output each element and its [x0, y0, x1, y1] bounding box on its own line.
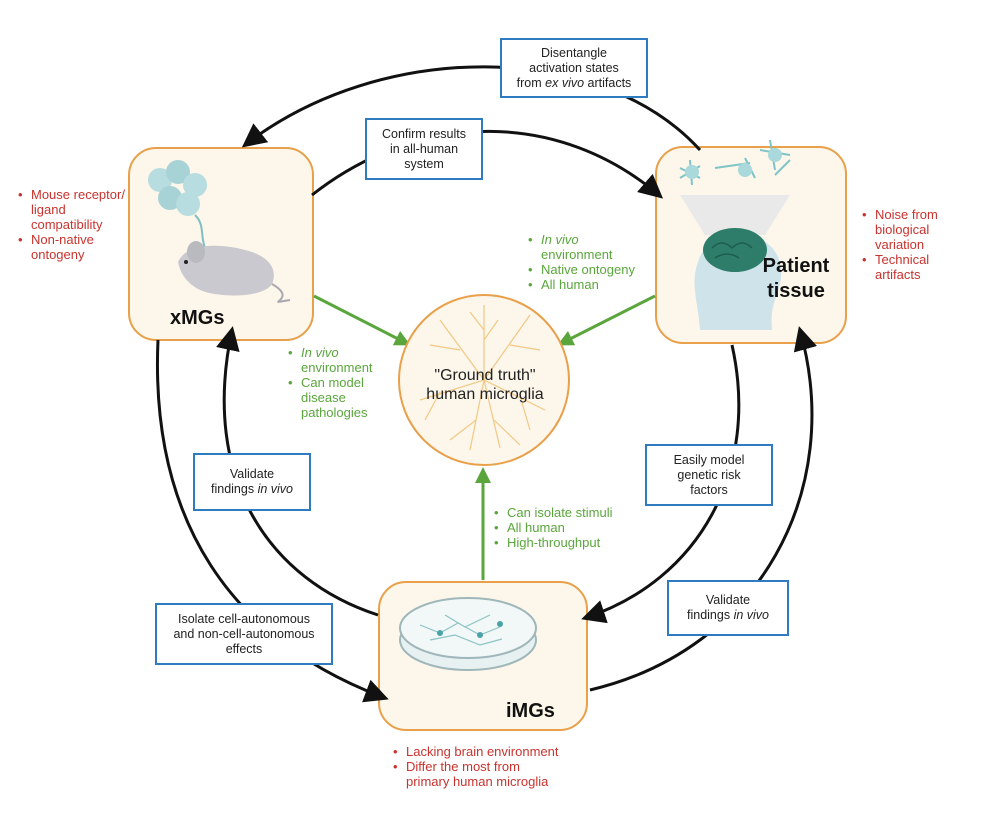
mouse-icon	[178, 241, 291, 303]
imgs-con-1: Lacking brain environment	[393, 744, 558, 759]
microglia-cells-icon	[679, 139, 791, 186]
box-confirm: Confirm results in all-human system	[365, 118, 483, 180]
imgs-pro-2: All human	[494, 520, 613, 535]
box-validate-right-line2: findings in vivo	[687, 608, 769, 622]
patient-label: Patient tissue	[752, 254, 840, 304]
green-arrow-patient-to-center	[557, 294, 656, 346]
patient-pro-2: Native ontogeny	[528, 262, 635, 277]
patient-label-line2: tissue	[767, 280, 825, 302]
box-isolate-line1: Isolate cell-autonomous	[177, 611, 311, 626]
box-easily-line1: Easily model	[673, 452, 745, 467]
center-label-line1: "Ground truth"	[434, 367, 536, 384]
patient-label-line1: Patient	[762, 255, 830, 277]
box-confirm-line1: Confirm results	[381, 126, 467, 141]
box-disentangle-line1: Disentangle	[540, 45, 607, 60]
center-label-line2: human microglia	[426, 386, 544, 403]
magnify-beam	[680, 195, 790, 235]
patient-pro-3: All human	[528, 277, 635, 292]
center-label: "Ground truth" human microglia	[400, 366, 570, 404]
xmgs-label: xMGs	[170, 307, 225, 329]
arrow-imgs-to-xmgs	[216, 326, 379, 617]
imgs-pro-3: High-throughput	[494, 535, 613, 550]
box-validate-left-line2: findings in vivo	[211, 482, 293, 496]
imgs-pros-list: Can isolate stimuli All human High-throu…	[494, 505, 613, 550]
box-validate-right-line1: Validate	[705, 593, 751, 607]
box-easily-line2: genetic risk	[677, 467, 741, 482]
box-disentangle-line2: activation states	[529, 60, 619, 75]
microglia-center-icon	[419, 305, 546, 451]
box-easily-line3: factors	[690, 482, 728, 497]
arrow-patient-to-imgs	[581, 344, 741, 624]
box-isolate-line3: effects	[225, 641, 263, 656]
box-confirm-line2: in all-human	[389, 141, 459, 156]
imgs-cons-list: Lacking brain environment Differ the mos…	[393, 744, 558, 789]
arrow-imgs-to-patient	[589, 326, 817, 692]
green-arrow-xmgs-to-center	[313, 294, 411, 346]
imgs-pro-1: Can isolate stimuli	[494, 505, 613, 520]
box-isolate: Isolate cell-autonomous and non-cell-aut…	[155, 603, 333, 665]
petri-dish-icon	[399, 597, 537, 671]
box-validate-left: Validate findings in vivo	[193, 453, 311, 511]
cell-cluster-icon	[148, 160, 207, 249]
arrow-xmgs-to-patient-inner	[311, 130, 664, 199]
box-disentangle: Disentangle activation states from ex vi…	[500, 38, 648, 98]
box-isolate-line2: and non-cell-autonomous	[173, 626, 315, 641]
box-validate-right: Validate findings in vivo	[667, 580, 789, 636]
imgs-label: iMGs	[506, 700, 555, 722]
arrow-patient-to-xmgs-outer	[241, 65, 702, 152]
arrow-xmgs-to-imgs	[155, 339, 389, 703]
brain-head-icon	[694, 228, 782, 330]
box-validate-left-line1: Validate	[229, 467, 275, 481]
box-easily-model: Easily model genetic risk factors	[645, 444, 773, 506]
box-disentangle-line3: from ex vivo artifacts	[516, 75, 632, 90]
box-confirm-line3: system	[404, 156, 444, 171]
